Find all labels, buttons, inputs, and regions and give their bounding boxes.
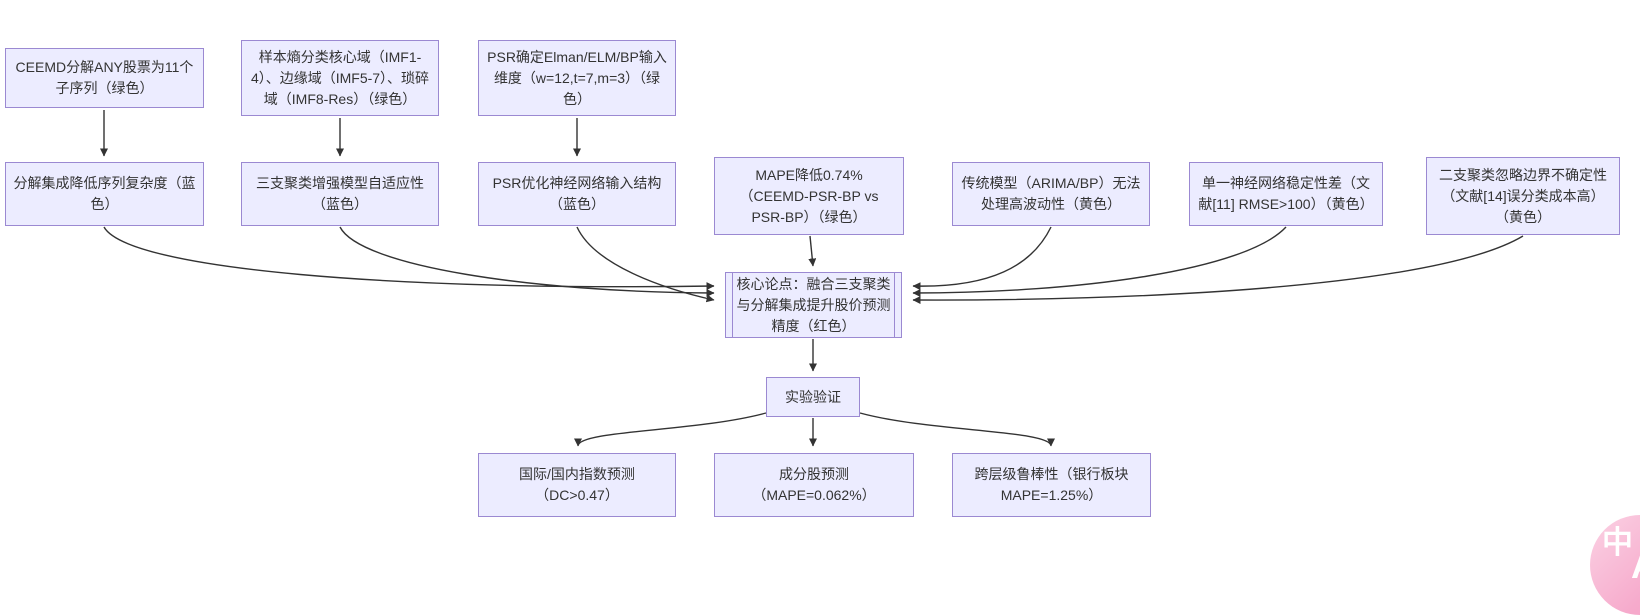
edge-experiment-to-robustness — [859, 412, 1055, 447]
node-sample-entropy: 样本熵分类核心域（IMF1-4）、边缘域（IMF5-7）、琐碎域（IMF8-Re… — [241, 40, 439, 116]
node-label: 三支聚类增强模型自适应性（蓝色） — [256, 175, 424, 212]
node-label: 单一神经网络稳定性差（文献[11] RMSE>100）（黄色） — [1198, 175, 1374, 212]
node-label: 跨层级鲁棒性（银行板块MAPE=1.25%） — [974, 466, 1129, 503]
node-single-nn: 单一神经网络稳定性差（文献[11] RMSE>100）（黄色） — [1189, 162, 1383, 226]
node-label: PSR优化神经网络输入结构（蓝色） — [492, 175, 662, 212]
node-stock-forecast: 成分股预测（MAPE=0.062%） — [714, 453, 914, 517]
node-label: CEEMD分解ANY股票为11个子序列（绿色） — [15, 59, 194, 96]
node-label: MAPE降低0.74%（CEEMD-PSR-BP vs PSR-BP）（绿色） — [739, 166, 879, 225]
edge-single-nn-to-core-thesis — [912, 226, 1287, 297]
node-ceemd-decompose: CEEMD分解ANY股票为11个子序列（绿色） — [5, 48, 204, 108]
edge-two-way-cluster-to-core-thesis — [912, 235, 1524, 305]
node-label: 样本熵分类核心域（IMF1-4）、边缘域（IMF5-7）、琐碎域（IMF8-Re… — [250, 48, 430, 107]
translate-zh-icon: 中 — [1602, 525, 1633, 560]
node-index-forecast: 国际/国内指数预测（DC>0.47） — [478, 453, 676, 517]
node-label: 二支聚类忽略边界不确定性（文献[14]误分类成本高）（黄色） — [1439, 166, 1607, 225]
node-label: 国际/国内指数预测（DC>0.47） — [519, 466, 635, 503]
node-traditional-model: 传统模型（ARIMA/BP）无法处理高波动性（黄色） — [952, 162, 1150, 226]
node-experiment: 实验验证 — [766, 377, 860, 417]
node-psr-optimize: PSR优化神经网络输入结构（蓝色） — [478, 162, 676, 226]
edge-mape-reduce-to-core-thesis — [808, 235, 817, 267]
node-label: 分解集成降低序列复杂度（蓝色） — [13, 175, 196, 212]
node-label: 核心论点：融合三支聚类与分解集成提升股价预测精度（红色） — [736, 275, 891, 334]
node-decomp-ensemble: 分解集成降低序列复杂度（蓝色） — [5, 162, 204, 226]
node-psr-dimensions: PSR确定Elman/ELM/BP输入维度（w=12,t=7,m=3）（绿色） — [478, 40, 676, 116]
flowchart-canvas: CEEMD分解ANY股票为11个子序列（绿色） 样本熵分类核心域（IMF1-4）、… — [5, 40, 1640, 615]
translate-a-icon: A — [1631, 548, 1640, 584]
node-three-way-cluster: 三支聚类增强模型自适应性（蓝色） — [241, 162, 439, 226]
node-label: 成分股预测（MAPE=0.062%） — [752, 466, 876, 503]
node-label: 传统模型（ARIMA/BP）无法处理高波动性（黄色） — [961, 175, 1141, 212]
node-label: PSR确定Elman/ELM/BP输入维度（w=12,t=7,m=3）（绿色） — [487, 48, 667, 107]
edge-psr-optimize-to-core-thesis — [576, 226, 715, 303]
edge-three-way-cluster-to-core-thesis — [339, 226, 715, 297]
node-core-thesis: 核心论点：融合三支聚类与分解集成提升股价预测精度（红色） — [725, 272, 902, 338]
edge-decomp-ensemble-to-core-thesis — [103, 226, 715, 291]
edge-experiment-to-index-forecast — [574, 412, 767, 447]
node-mape-reduce: MAPE降低0.74%（CEEMD-PSR-BP vs PSR-BP）（绿色） — [714, 157, 904, 235]
edge-layer — [100, 110, 1524, 447]
edge-traditional-model-to-core-thesis — [912, 226, 1052, 291]
node-two-way-cluster: 二支聚类忽略边界不确定性（文献[14]误分类成本高）（黄色） — [1426, 157, 1620, 235]
node-label: 实验验证 — [785, 388, 841, 405]
node-robustness: 跨层级鲁棒性（银行板块MAPE=1.25%） — [952, 453, 1151, 517]
